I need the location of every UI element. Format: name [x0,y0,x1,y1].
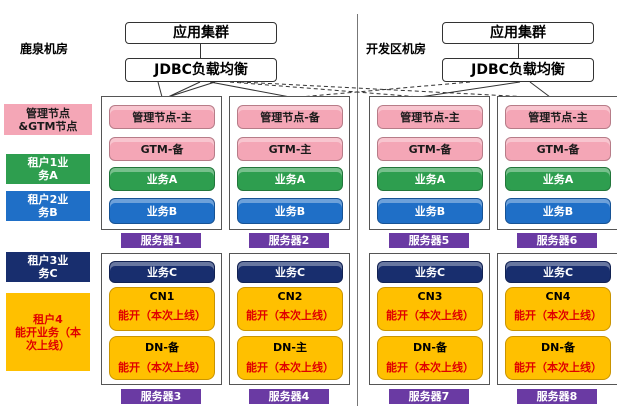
business-c-disk: 业务C [109,261,215,283]
business-a-disk: 业务A [505,167,611,191]
cn-label: CN4 [545,290,571,303]
cn-sub-label: 能开（本次上线） [514,309,602,322]
dn-label: DN-主 [273,341,307,354]
mgmt-node-disk: 管理节点-主 [109,105,215,129]
cn-disk: CN2 能开（本次上线） [237,287,343,331]
cn-sub-label: 能开（本次上线） [246,309,334,322]
connector-right [518,44,519,58]
cn-disk: CN1 能开（本次上线） [109,287,215,331]
dn-disk: DN-主能开（本次上线） [237,336,343,380]
server-label: 服务器1 [121,233,201,248]
gtm-node-disk: GTM-备 [377,137,483,161]
app-cluster-left: 应用集群 [125,22,277,44]
cn-disk: CN3 能开（本次上线） [377,287,483,331]
business-b-disk: 业务B [109,198,215,224]
side-label-tenant2: 租户2业务B [6,191,90,221]
cn-label: CN1 [149,290,175,303]
room-divider [357,14,358,406]
gtm-node-disk: GTM-备 [505,137,611,161]
room-label-left: 鹿泉机房 [20,42,69,56]
business-a-disk: 业务A [377,167,483,191]
business-c-disk: 业务C [377,261,483,283]
server-label: 服务器3 [121,389,201,404]
mgmt-node-disk: 管理节点-备 [237,105,343,129]
side-label-tenant1: 租户1业务A [6,154,90,184]
side-label-mgmt-gtm: 管理节点&GTM节点 [4,104,92,135]
server-label: 服务器2 [249,233,329,248]
gtm-node-disk: GTM-主 [237,137,343,161]
server-panel-top: 管理节点-主 GTM-备业务A 业务B [101,96,222,230]
business-a-disk: 业务A [237,167,343,191]
mgmt-node-disk: 管理节点-主 [377,105,483,129]
jdbc-balancer-left: JDBC负载均衡 [125,58,277,82]
connector-left [200,44,201,58]
dn-disk: DN-备能开（本次上线） [505,336,611,380]
business-b-disk: 业务B [377,198,483,224]
dn-label: DN-备 [541,341,575,354]
business-a-disk: 业务A [109,167,215,191]
dn-sub-label: 能开（本次上线） [118,361,206,374]
cn-disk: CN4 能开（本次上线） [505,287,611,331]
server-label: 服务器8 [517,389,597,404]
dn-disk: DN-备能开（本次上线） [377,336,483,380]
cn-label: CN2 [277,290,303,303]
cn-sub-label: 能开（本次上线） [386,309,474,322]
business-b-disk: 业务B [505,198,611,224]
dn-sub-label: 能开（本次上线） [386,361,474,374]
server-label: 服务器5 [389,233,469,248]
app-cluster-right: 应用集群 [442,22,594,44]
server-panel-top: 管理节点-主 GTM-备业务A 业务B [497,96,617,230]
server-panel-top: 管理节点-主 GTM-备业务A 业务B [369,96,490,230]
side-label-tenant3: 租户3业务C [6,252,90,282]
business-b-disk: 业务B [237,198,343,224]
room-label-right: 开发区机房 [366,42,427,56]
cn-label: CN3 [417,290,443,303]
server-label: 服务器4 [249,389,329,404]
server-label: 服务器6 [517,233,597,248]
dn-disk: DN-备能开（本次上线） [109,336,215,380]
business-c-disk: 业务C [237,261,343,283]
server-panel-top: 管理节点-备 GTM-主业务A 业务B [229,96,350,230]
dn-label: DN-备 [145,341,179,354]
server-label: 服务器7 [389,389,469,404]
dn-label: DN-备 [413,341,447,354]
dn-sub-label: 能开（本次上线） [514,361,602,374]
jdbc-balancer-right: JDBC负载均衡 [442,58,594,82]
business-c-disk: 业务C [505,261,611,283]
mgmt-node-disk: 管理节点-主 [505,105,611,129]
cn-sub-label: 能开（本次上线） [118,309,206,322]
dn-sub-label: 能开（本次上线） [246,361,334,374]
gtm-node-disk: GTM-备 [109,137,215,161]
side-label-tenant4: 租户4 能开业务（本次上线） [6,293,90,371]
